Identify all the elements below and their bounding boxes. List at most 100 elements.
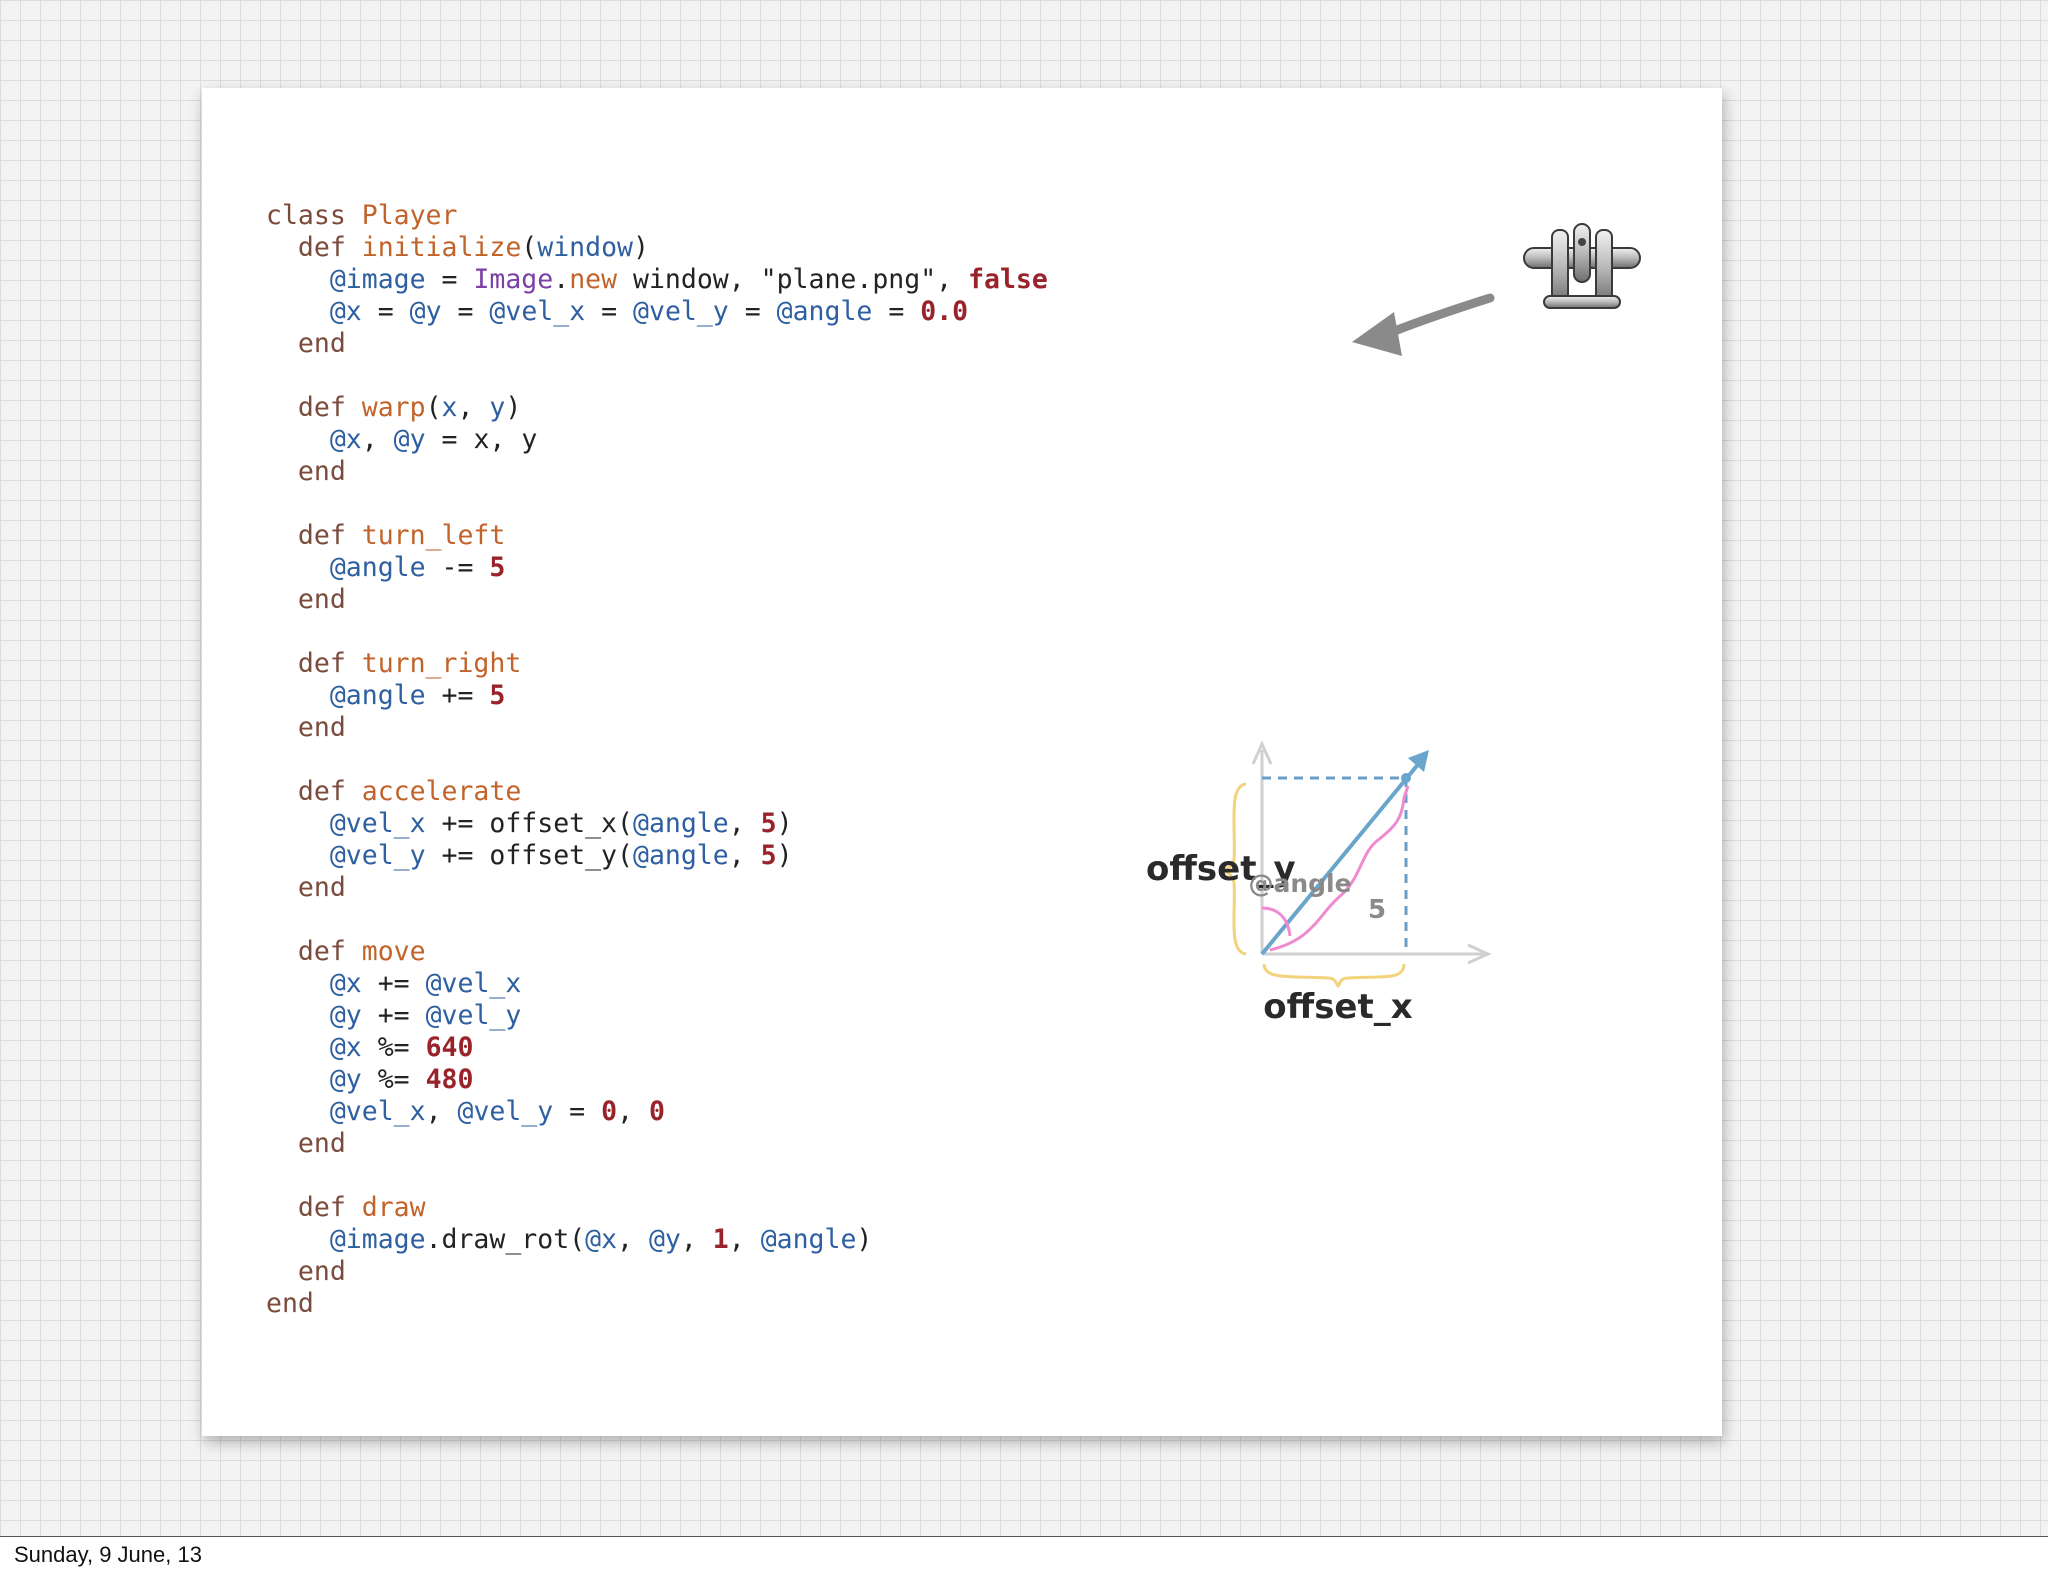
magnitude-brace xyxy=(1269,785,1410,952)
code-token: end xyxy=(266,456,346,487)
code-line: @x += @vel_x xyxy=(266,968,1048,1000)
code-token: end xyxy=(266,1128,346,1159)
code-token: @angle xyxy=(760,1224,857,1255)
code-token: , xyxy=(728,840,761,871)
code-token: , xyxy=(728,808,761,839)
code-token: def xyxy=(266,232,362,263)
code-token: @vel_x xyxy=(425,968,522,999)
code-line xyxy=(266,360,1048,392)
code-token xyxy=(266,1096,330,1127)
code-token: @angle xyxy=(329,680,426,711)
code-token: new xyxy=(569,264,618,295)
code-line xyxy=(266,616,1048,648)
code-token: move xyxy=(361,936,426,967)
code-line: @x, @y = x, y xyxy=(266,424,1048,456)
code-token: accelerate xyxy=(361,776,522,807)
code-token: 5 xyxy=(760,808,777,839)
code-token: Image xyxy=(473,264,554,295)
code-token: %= xyxy=(361,1032,426,1063)
code-token: @angle xyxy=(632,808,729,839)
code-token: draw xyxy=(361,1192,426,1223)
code-line: @vel_x += offset_x(@angle, 5) xyxy=(266,808,1048,840)
code-token: = xyxy=(585,296,634,327)
code-line: end xyxy=(266,1288,1048,1320)
code-token: ) xyxy=(856,1224,873,1255)
code-token: window xyxy=(537,232,633,263)
code-line: class Player xyxy=(266,200,1048,232)
offset-x-brace xyxy=(1262,963,1406,989)
code-token: ( xyxy=(425,392,442,423)
code-token: y xyxy=(489,392,506,423)
code-token: @vel_x xyxy=(489,296,586,327)
code-line: def turn_right xyxy=(266,648,1048,680)
slide: class Player def initialize(window) @ima… xyxy=(202,88,1722,1436)
code-token xyxy=(266,808,330,839)
code-token: 640 xyxy=(425,1032,474,1063)
code-line: def draw xyxy=(266,1192,1048,1224)
code-line: @image.draw_rot(@x, @y, 1, @angle) xyxy=(266,1224,1048,1256)
code-token: end xyxy=(266,584,346,615)
code-token: , xyxy=(617,1096,649,1127)
code-token: += offset_y( xyxy=(425,840,633,871)
code-token: @y xyxy=(409,296,442,327)
code-line xyxy=(266,488,1048,520)
code-token xyxy=(266,968,330,999)
code-token: 5 xyxy=(489,680,506,711)
code-token: ) xyxy=(632,232,649,263)
code-token: end xyxy=(266,712,346,743)
code-token xyxy=(266,264,330,295)
hypotenuse-label: 5 xyxy=(1368,895,1386,925)
code-token: false xyxy=(968,264,1048,295)
code-token: def xyxy=(266,776,362,807)
code-line xyxy=(266,1160,1048,1192)
code-token xyxy=(266,1064,330,1095)
code-token: @vel_y xyxy=(425,1000,522,1031)
code-token xyxy=(266,1224,330,1255)
code-token: += xyxy=(425,680,490,711)
code-token: @image xyxy=(329,1224,426,1255)
code-token: warp xyxy=(361,392,426,423)
code-token: @angle xyxy=(776,296,873,327)
offset-y-label: offset_y xyxy=(1146,849,1296,889)
code-token: = x, y xyxy=(425,424,538,455)
code-token: @y xyxy=(393,424,426,455)
code-token: def xyxy=(266,936,362,967)
code-token: , xyxy=(617,1224,649,1255)
code-token: @vel_y xyxy=(633,296,729,327)
code-line: @angle += 5 xyxy=(266,680,1048,712)
code-token: turn_right xyxy=(361,648,522,679)
code-line: @x %= 640 xyxy=(266,1032,1048,1064)
code-token xyxy=(266,552,330,583)
code-token: turn_left xyxy=(361,520,506,551)
code-token: 0.0 xyxy=(920,296,969,327)
code-line: @x = @y = @vel_x = @vel_y = @angle = 0.0 xyxy=(266,296,1048,328)
code-line: def turn_left xyxy=(266,520,1048,552)
code-token: @x xyxy=(329,1032,362,1063)
code-token xyxy=(266,1032,330,1063)
code-block: class Player def initialize(window) @ima… xyxy=(266,200,1048,1320)
code-line: end xyxy=(266,1256,1048,1288)
code-token: end xyxy=(266,1256,346,1287)
code-token: .draw_rot( xyxy=(425,1224,586,1255)
code-token: 5 xyxy=(760,840,777,871)
code-token: ( xyxy=(521,232,538,263)
code-token: = xyxy=(441,296,490,327)
angle-arc xyxy=(1261,906,1292,937)
code-token: , xyxy=(457,392,490,423)
code-line: def warp(x, y) xyxy=(266,392,1048,424)
code-token: = xyxy=(553,1096,602,1127)
code-token: class xyxy=(266,200,362,231)
code-line: @vel_x, @vel_y = 0, 0 xyxy=(266,1096,1048,1128)
code-token: += xyxy=(361,968,426,999)
code-token: += xyxy=(361,1000,426,1031)
code-token: window, "plane.png", xyxy=(617,264,969,295)
code-token: , xyxy=(728,1224,761,1255)
code-line: end xyxy=(266,1128,1048,1160)
code-token: @angle xyxy=(632,840,729,871)
code-token xyxy=(266,296,330,327)
code-token: @y xyxy=(329,1064,362,1095)
angle-label: @angle xyxy=(1248,869,1351,898)
vector-diagram: offset_y offset_x @angle 5 xyxy=(1146,740,1492,1027)
offset-y-brace xyxy=(1221,782,1247,956)
code-token: %= xyxy=(361,1064,426,1095)
